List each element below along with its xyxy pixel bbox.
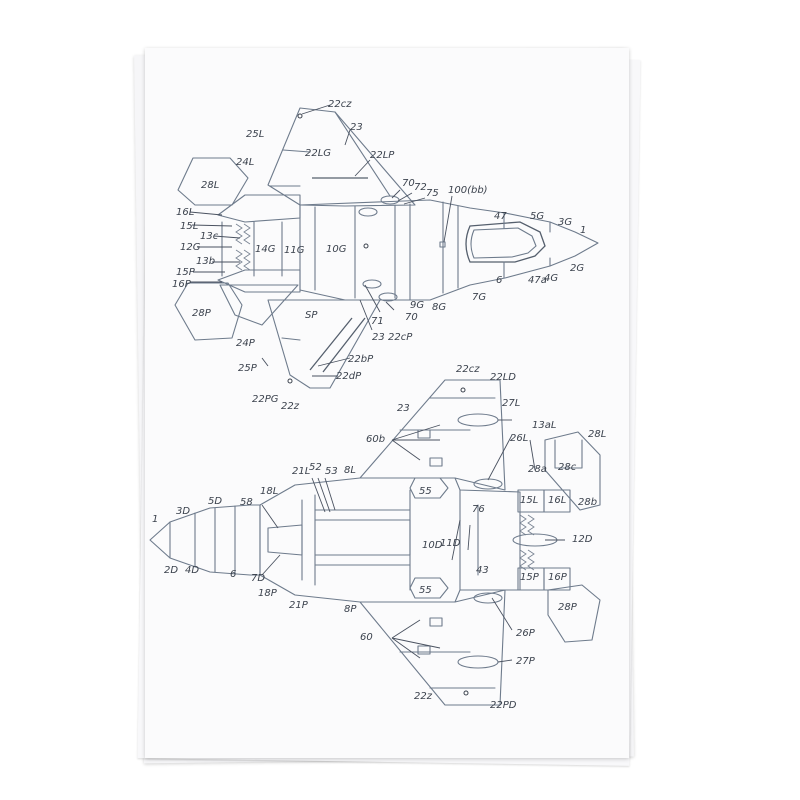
bottom-view-part-label: 27L [502,398,520,409]
top-view-part-label: 16P [172,279,192,290]
bottom-view-part-label: 2D [164,565,178,576]
top-view-part-label: SP [305,310,318,321]
bottom-view-part-label: 22PD [490,700,517,711]
top-view-part-label: 11G [284,245,305,256]
top-view-part-label: 7G [472,292,486,303]
top-view-part-label: 47 [494,211,507,222]
top-view-part-label: 22z [281,401,300,412]
bottom-view-part-label: 1 [152,514,158,525]
top-view-part-label: 3G [558,217,572,228]
top-view-part-label: 8G [432,302,446,313]
bottom-view-part-label: 8L [344,465,356,476]
top-view-part-label: 22dP [336,371,362,382]
top-view-part-label: 15L [180,221,198,232]
top-view-part-label: 22bP [348,354,374,365]
bottom-view-part-label: 18L [260,486,278,497]
bottom-view-part-label: 21L [292,466,310,477]
top-view-part-label: 71 [371,316,384,327]
top-view-part-label: 72 [414,182,427,193]
bottom-view-part-label: 55 [419,486,432,497]
top-view-part-label: 22cz [328,99,352,110]
bottom-view-part-label: 5D [208,496,222,507]
top-view-part-label: 25L [246,129,264,140]
bottom-view-part-label: 26L [510,433,528,444]
top-view-part-label: 2G [570,263,584,274]
bottom-view-part-label: 43 [476,565,489,576]
bottom-view-part-label: 16P [548,572,568,583]
top-view-part-label: 5G [530,211,544,222]
top-view-part-label: 9G [410,300,424,311]
bottom-view-part-label: 13aL [532,420,556,431]
bottom-view-part-label: 6 [230,569,236,580]
top-view-part-label: 22LP [370,150,395,161]
bottom-view-part-label: 15L [520,495,538,506]
top-view-part-label: 15P [176,267,196,278]
bottom-view-part-label: 23 [397,403,410,414]
bottom-view-part-label: 58 [240,497,253,508]
bottom-view-part-label: 28L [588,429,606,440]
bottom-view-part-label: 55 [419,585,432,596]
bottom-view-part-label: 7D [251,573,265,584]
top-view-leaders [189,104,453,377]
bottom-view-part-label: 12D [572,534,593,545]
top-view-part-label: 1 [580,225,586,236]
bottom-view-part-label: 4D [185,565,199,576]
top-view-part-label: 22LG [305,148,331,159]
top-view-part-label: 70 [402,178,415,189]
top-view-part-label: 14G [255,244,276,255]
top-view-part-label: 13c [200,231,219,242]
bottom-view-part-label: 28b [578,497,597,508]
top-view-part-label: 28P [192,308,212,319]
bottom-view-leaders [261,419,565,663]
top-view-part-label: 100(bb) [448,185,488,196]
top-view-part-label: 12G [180,242,201,253]
bottom-view-part-label: 16L [548,495,566,506]
bottom-view-part-label: 53 [325,466,338,477]
paper-sheet-front [145,48,629,758]
bottom-view-drawing [149,379,601,706]
bottom-view-part-label: 21P [289,600,309,611]
bottom-view-part-label: 28c [558,462,577,473]
top-view-part-label: 10G [326,244,347,255]
top-view-part-label: 47a [528,275,547,286]
bottom-view-part-label: 26P [516,628,536,639]
bottom-view-part-label: 3D [176,506,190,517]
bottom-view-part-label: 22cz [456,364,480,375]
bottom-view-part-label: 60 [360,632,373,643]
bottom-view-part-label: 11D [440,538,461,549]
bottom-view-part-label: 8P [344,604,357,615]
bottom-view-part-label: 52 [309,462,322,473]
top-view-part-label: 24P [236,338,256,349]
top-view-part-label: 23 [350,122,363,133]
bottom-view-part-label: 22LD [490,372,516,383]
bottom-view-part-label: 22z [414,691,433,702]
bottom-view-part-label: 28P [558,602,578,613]
bottom-view-part-label: 10D [422,540,443,551]
bottom-view-part-label: 27P [516,656,536,667]
top-view-part-label: 16L [176,207,194,218]
top-view-part-label: 24L [236,157,254,168]
top-view-part-label: 13b [196,256,215,267]
bottom-view-part-label: 60b [366,434,385,445]
top-view-part-label: 23 [372,332,385,343]
top-view-part-label: 25P [238,363,258,374]
top-view-part-label: 4G [544,273,558,284]
top-view-part-label: 28L [201,180,219,191]
bottom-view-part-label: 18P [258,588,278,599]
top-view-part-label: 70 [405,312,418,323]
top-view-part-label: 22cP [388,332,413,343]
bottom-view-part-label: 15P [520,572,540,583]
bottom-view-part-label: 28a [528,464,547,475]
top-view-part-label: 75 [426,188,439,199]
bottom-view-part-label: 76 [472,504,485,515]
top-view-part-label: 22PG [252,394,279,405]
top-view-part-label: 6 [496,275,502,286]
